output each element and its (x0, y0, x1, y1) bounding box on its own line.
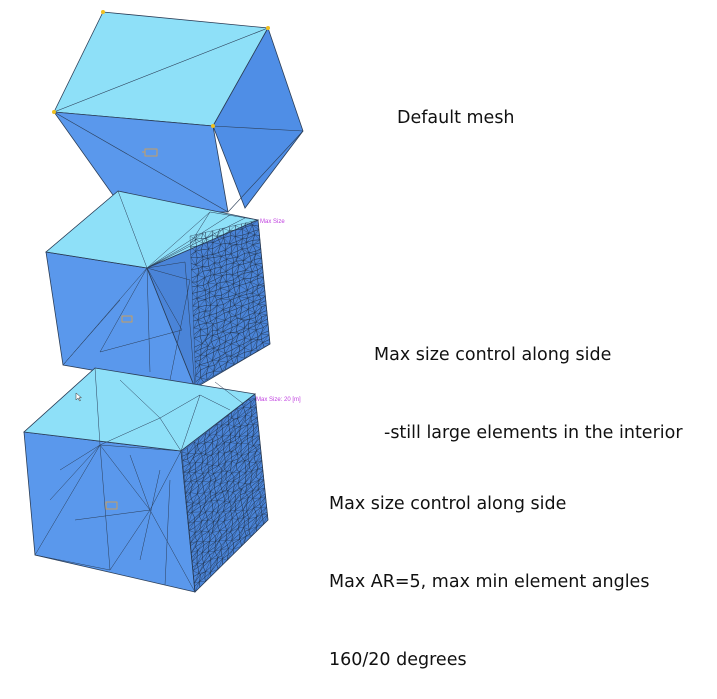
quality-control-caption: Max size control along side Max AR=5, ma… (329, 439, 649, 699)
caption-line: 160/20 degrees (329, 650, 467, 670)
side-control-caption: Max size control along side -still large… (374, 290, 683, 472)
cube1-mesh-lines (53, 27, 304, 213)
caption-line: Max size control along side (329, 494, 567, 514)
mouse-cursor-icon (75, 392, 83, 402)
default-mesh-caption: Default mesh (397, 53, 515, 157)
default-mesh-cube (52, 10, 304, 213)
caption-line: -still large elements in the interior (384, 423, 683, 443)
quality-control-mesh-cube: Max Size: 20 [m] (23, 367, 301, 593)
fine-mesh-triangles (189, 219, 271, 387)
mesh-scene: Max Size (23, 10, 304, 593)
cube2-fine-mesh (189, 219, 271, 387)
cube2-coordinate-triad (121, 315, 133, 323)
cube3-front-face (23, 431, 196, 593)
caption-line: Max size control along side (374, 345, 612, 365)
caption-line: Default mesh (397, 108, 515, 128)
cube1-vertex-markers (52, 10, 270, 128)
cube3-coordinate-triad (105, 501, 118, 510)
fine-mesh-triangles (181, 393, 269, 593)
max-size-tag: Max Size (260, 219, 285, 225)
cube3-mesh-lines (23, 367, 246, 593)
cube3-fine-mesh (181, 393, 269, 593)
caption-line: Max AR=5, max min element angles (329, 572, 650, 592)
side-control-mesh-cube: Max Size (45, 190, 285, 389)
max-size-20m-tag: Max Size: 20 [m] (256, 397, 301, 403)
cube1-coordinate-triad (142, 148, 158, 157)
